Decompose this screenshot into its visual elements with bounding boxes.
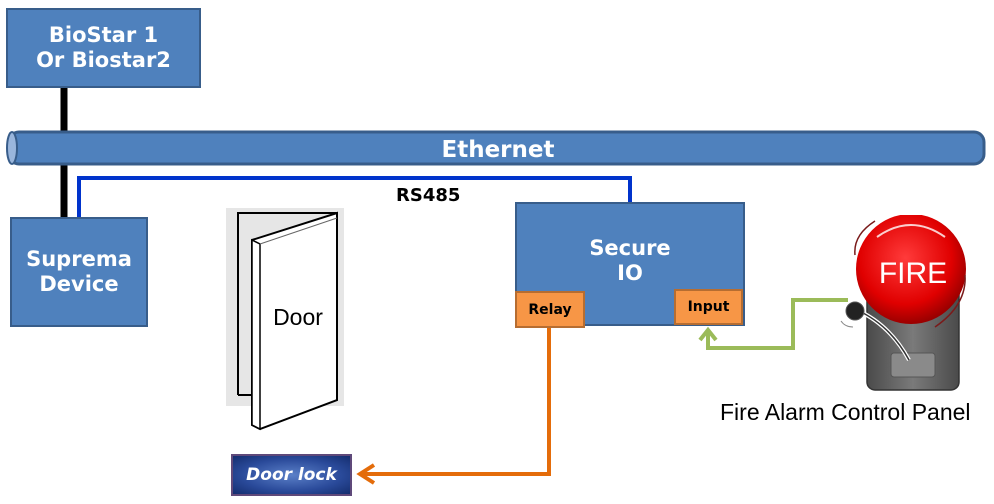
- doorlock-arrow-head: [356, 463, 376, 485]
- door-lock-label: Door lock: [246, 465, 337, 485]
- ethernet-label: Ethernet: [442, 137, 555, 163]
- relay-to-doorlock-line: [362, 327, 551, 476]
- door-illustration[interactable]: Door: [224, 207, 348, 433]
- biostar-label-line1: BioStar 1: [48, 22, 159, 47]
- biostar-label-line2: Or Biostar2: [36, 48, 171, 72]
- door-label: Door: [273, 304, 323, 330]
- door-frame-icon: [237, 212, 337, 395]
- rs485-line: [77, 176, 632, 219]
- input-port[interactable]: Input: [674, 289, 743, 325]
- suprema-device-box[interactable]: Suprema Device: [10, 217, 148, 327]
- relay-port[interactable]: Relay: [515, 291, 585, 328]
- fire-alarm-bell-icon[interactable]: FIRE: [835, 215, 975, 395]
- suprema-label-line2: Device: [39, 272, 119, 296]
- fire-alarm-caption: Fire Alarm Control Panel: [720, 399, 971, 425]
- suprema-label-line1: Suprema: [26, 246, 132, 271]
- alarm-bell-dome-icon: [856, 215, 966, 324]
- ethernet-bus[interactable]: Ethernet: [4, 130, 992, 168]
- input-arrow-head: [698, 326, 718, 342]
- ethernet-pipe-end-icon: [6, 131, 18, 165]
- alarm-bell-text: FIRE: [879, 257, 947, 290]
- secure-io-label-line2: IO: [617, 261, 643, 286]
- biostar-server-box[interactable]: BioStar 1 Or Biostar2: [6, 8, 201, 88]
- secure-io-label-line1: Secure: [589, 236, 671, 260]
- alarm-to-input-line: [706, 298, 848, 350]
- rs485-label: RS485: [396, 185, 461, 206]
- door-lock-box[interactable]: Door lock: [231, 454, 352, 496]
